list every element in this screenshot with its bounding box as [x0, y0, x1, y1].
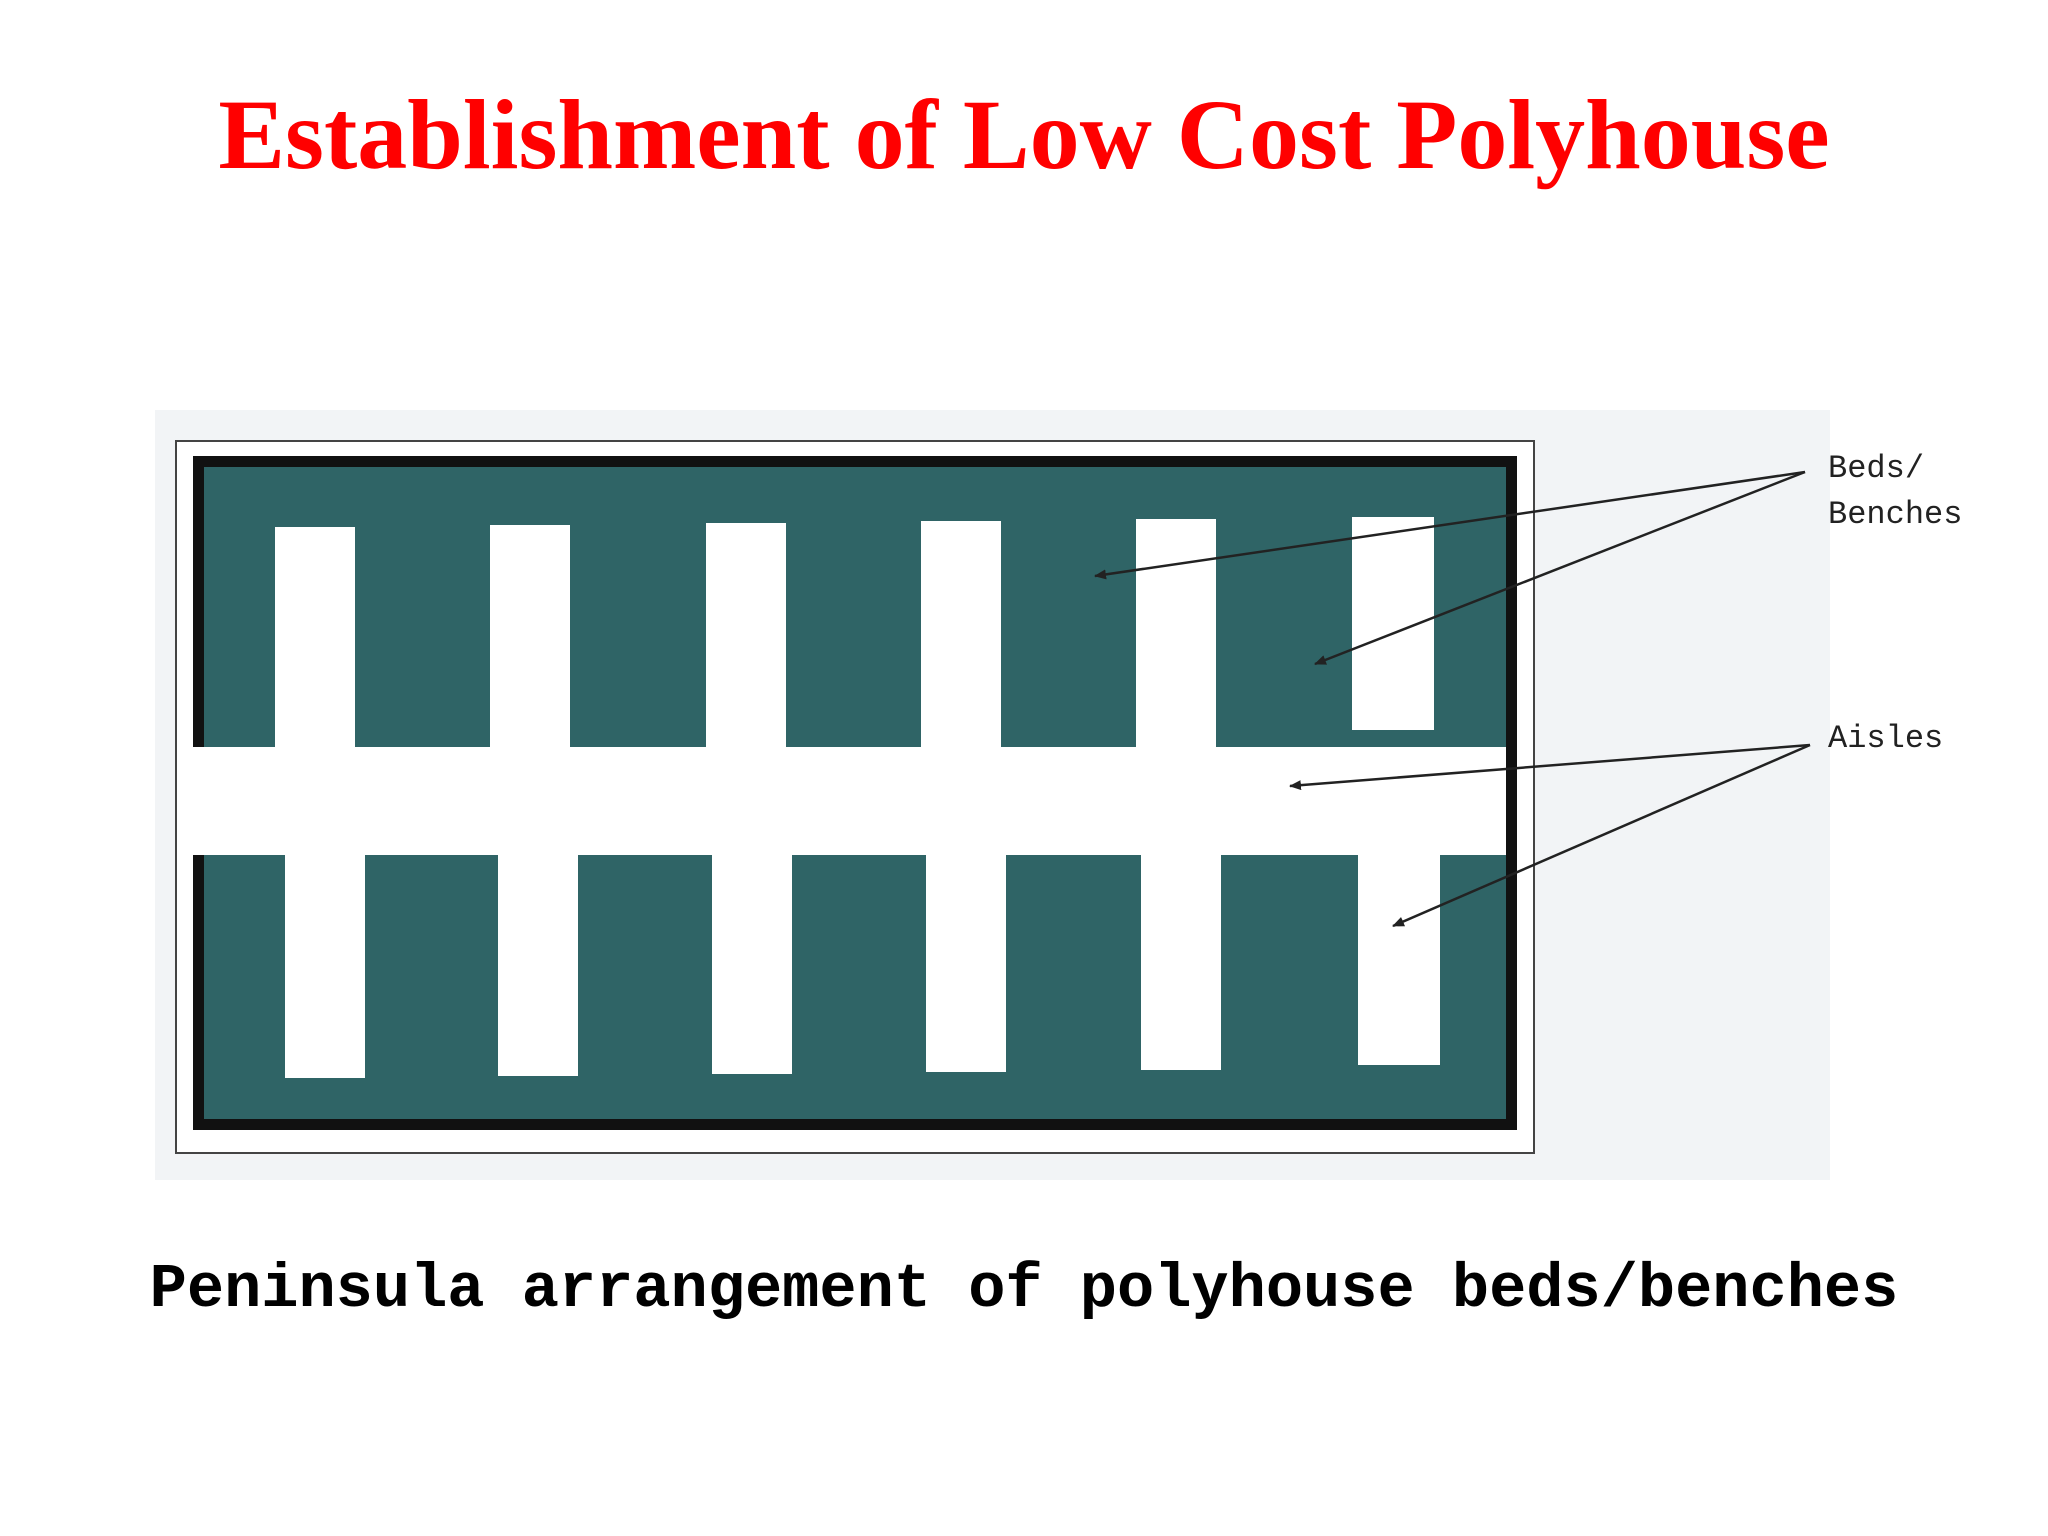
aisle-top-5 — [1136, 519, 1216, 747]
aisle-top-1 — [275, 527, 355, 747]
aisle-bottom-6 — [1358, 855, 1440, 1065]
aisles-arrow-2 — [1392, 743, 1811, 928]
beds-arrow-1 — [1094, 470, 1806, 580]
aisle-bottom-2 — [498, 855, 578, 1076]
beds-label-line-1: Beds/ — [1828, 450, 1925, 487]
aisle-top-3 — [706, 523, 786, 747]
beds-label-line-2: Benches — [1828, 496, 1963, 533]
beds-arrow-2 — [1314, 470, 1806, 666]
aisle-top-4 — [921, 521, 1001, 747]
aisles-label: Aisles — [1828, 720, 1944, 757]
central-aisle — [186, 747, 1506, 855]
aisles-arrow-1 — [1289, 743, 1811, 791]
entrance-gap — [186, 752, 208, 850]
slide-title: Establishment of Low Cost Polyhouse — [218, 79, 1830, 190]
beds-benches-label: Beds/ Benches — [1828, 446, 1962, 538]
bed-row-bottom — [204, 855, 1506, 1119]
diagram-caption: Peninsula arrangement of polyhouse beds/… — [149, 1254, 1899, 1325]
aisle-bottom-4 — [926, 855, 1006, 1072]
aisle-top-2 — [490, 525, 570, 747]
bed-row-top — [204, 467, 1506, 747]
aisle-bottom-3 — [712, 855, 792, 1074]
aisle-bottom-5 — [1141, 855, 1221, 1070]
aisle-bottom-1 — [285, 855, 365, 1078]
